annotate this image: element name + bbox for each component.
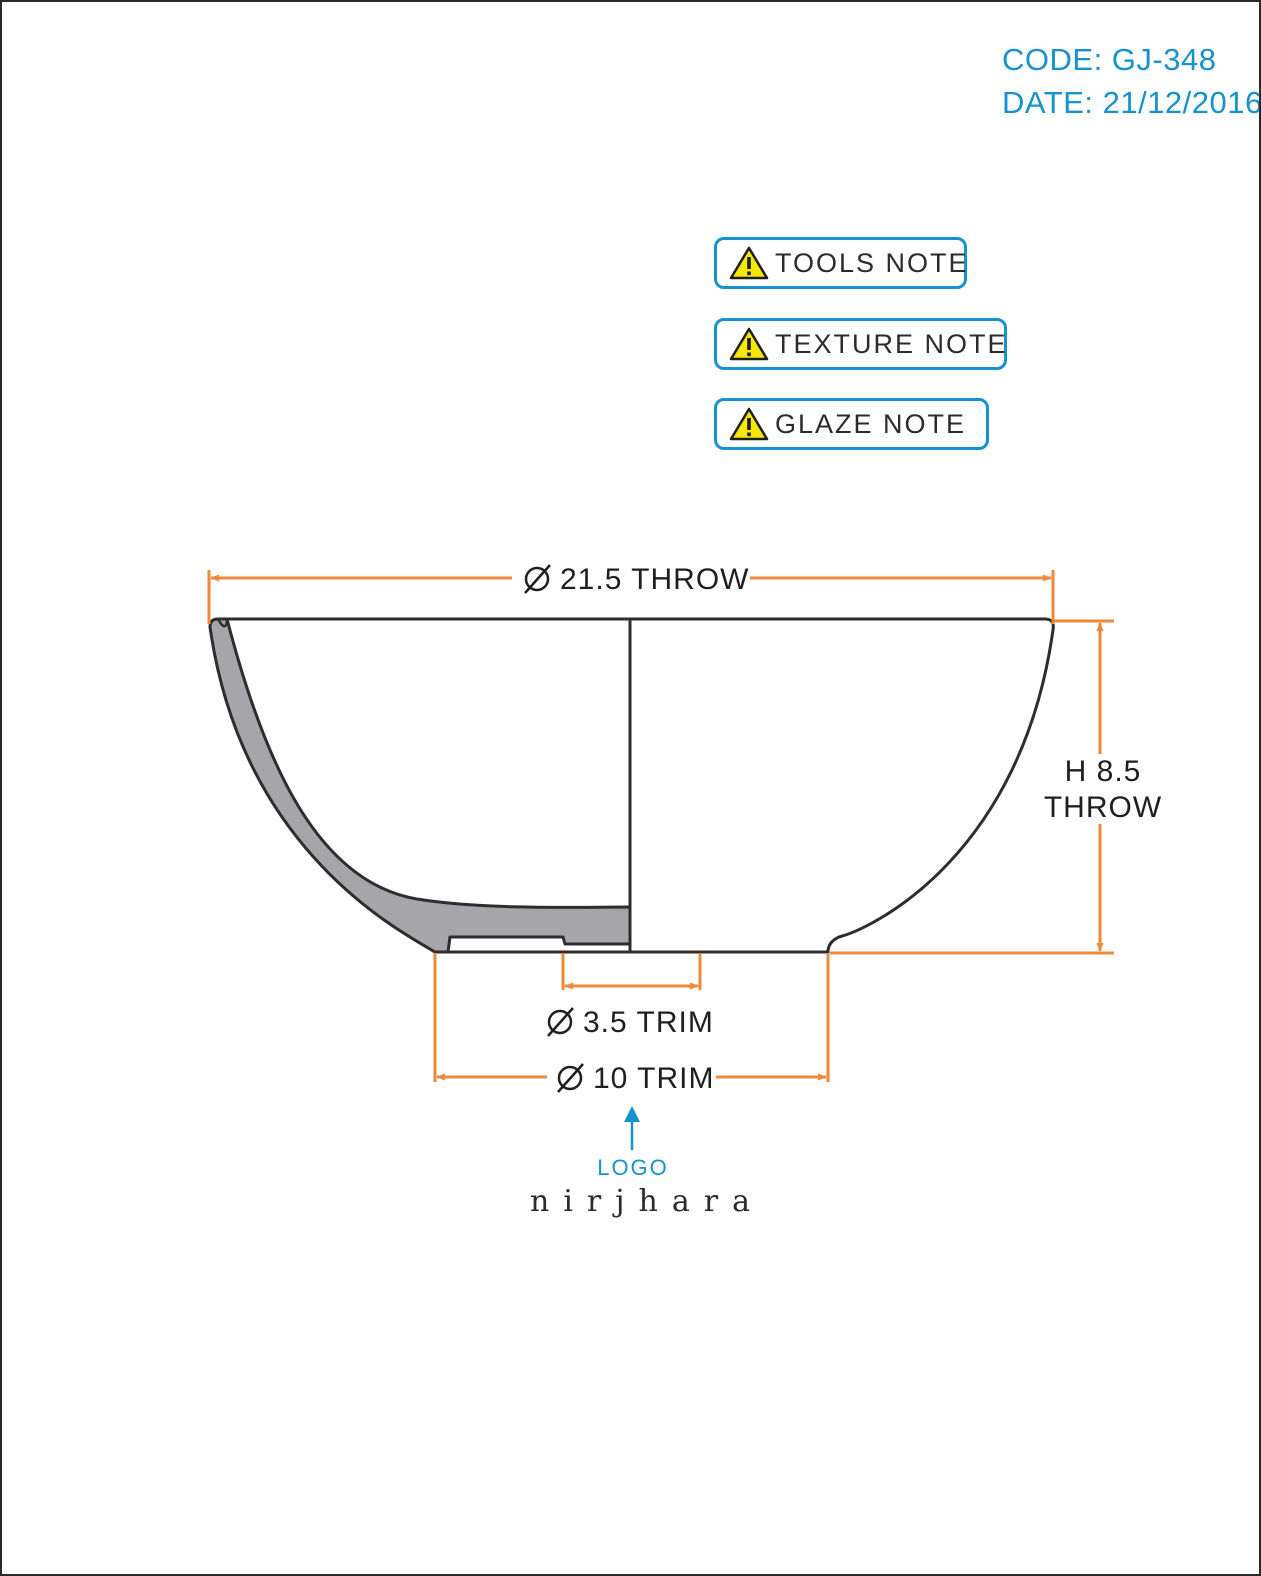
inner-foot-label: 3.5 TRIM (583, 1006, 714, 1039)
tools-note-label: TOOLS NOTE (775, 247, 969, 278)
glaze-note-button[interactable]: GLAZE NOTE (714, 398, 989, 450)
bowl-outline (218, 617, 1055, 954)
tools-note-button[interactable]: TOOLS NOTE (714, 237, 967, 289)
height-label-line2: THROW (1044, 791, 1162, 824)
rim-diameter-label: 21.5 THROW (560, 563, 750, 596)
texture-note-button[interactable]: TEXTURE NOTE (714, 318, 1007, 370)
foot-diameter-label: 10 TRIM (593, 1062, 714, 1095)
warning-icon (729, 246, 769, 280)
foot-diameter-dimension (433, 953, 830, 1082)
title-block: CODE: GJ-348 DATE: 21/12/2016 (1002, 38, 1261, 124)
warning-icon (729, 327, 769, 361)
diameter-symbol-icon (524, 564, 551, 594)
logo-arrow-icon (624, 1106, 640, 1150)
drawing-date: DATE: 21/12/2016 (1002, 85, 1261, 120)
product-code: CODE: GJ-348 (1002, 42, 1217, 77)
diameter-symbol-icon (557, 1063, 584, 1093)
brand-logo: nirjhara (530, 1184, 764, 1219)
inner-foot-dimension (561, 953, 702, 990)
bowl-section (208, 617, 632, 954)
rim-diameter-dimension (207, 570, 1055, 624)
height-label-line1: H 8.5 (1065, 755, 1142, 788)
logo-label: LOGO (597, 1155, 669, 1180)
warning-icon (729, 407, 769, 441)
texture-note-label: TEXTURE NOTE (775, 328, 1008, 359)
glaze-note-label: GLAZE NOTE (775, 408, 967, 439)
diameter-symbol-icon (547, 1007, 574, 1037)
height-dimension (830, 619, 1114, 955)
